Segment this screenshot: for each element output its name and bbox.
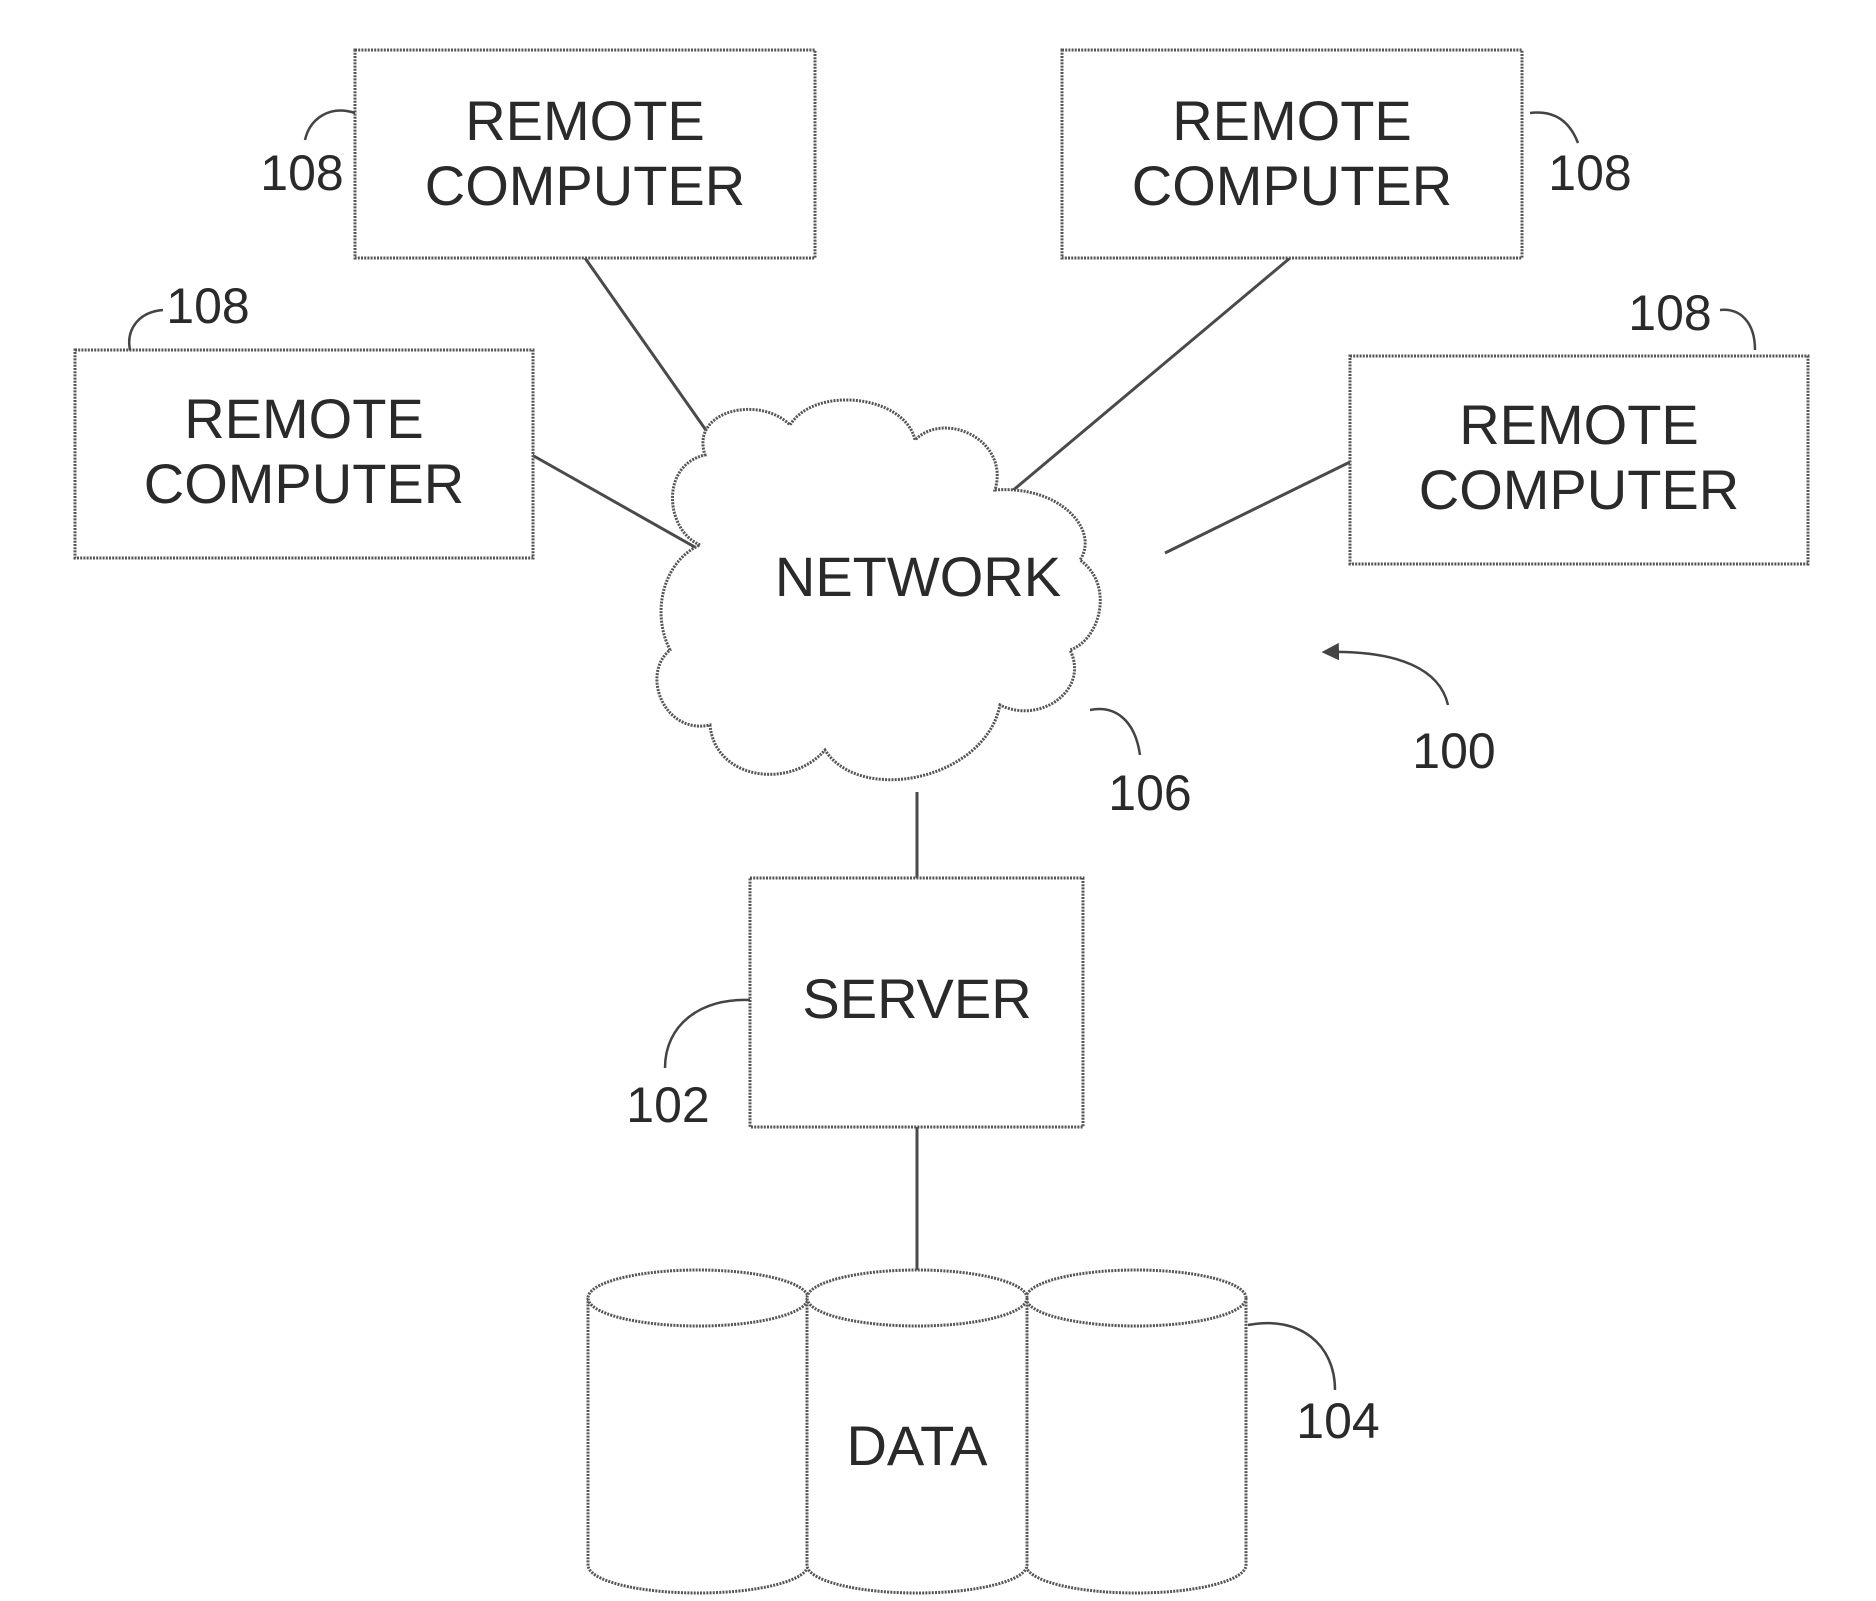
network-ref-leader xyxy=(1090,709,1140,755)
link-remote-2-network xyxy=(1005,258,1290,497)
network-label: NETWORK xyxy=(775,545,1061,608)
remote-computer-2-ref: 108 xyxy=(1548,145,1631,201)
remote-computer-1-label-line1: REMOTE xyxy=(465,89,705,152)
link-remote-1-network xyxy=(585,258,722,453)
data-cylinder-left xyxy=(588,1270,808,1593)
remote-computer-1-ref: 108 xyxy=(260,145,343,201)
remote-computer-3: REMOTE COMPUTER xyxy=(75,350,533,558)
remote-computer-1-ref-leader xyxy=(305,111,355,140)
remote-computer-3-ref: 108 xyxy=(166,278,249,334)
server-box: SERVER xyxy=(750,878,1083,1127)
system-ref: 100 xyxy=(1412,723,1495,779)
server-label: SERVER xyxy=(802,967,1031,1030)
remote-computer-1: REMOTE COMPUTER xyxy=(355,50,815,258)
remote-computer-2-label-line1: REMOTE xyxy=(1172,89,1412,152)
remote-computer-3-label-line1: REMOTE xyxy=(184,387,424,450)
data-ref: 104 xyxy=(1296,1393,1379,1449)
remote-computer-2-ref-leader xyxy=(1530,113,1578,143)
system-ref-arrow xyxy=(1325,652,1448,705)
data-label: DATA xyxy=(846,1414,988,1477)
network-cloud: NETWORK xyxy=(657,400,1100,780)
remote-computer-4-ref: 108 xyxy=(1628,285,1711,341)
data-ref-leader xyxy=(1248,1323,1335,1390)
remote-computer-2-label-line2: COMPUTER xyxy=(1132,154,1452,217)
server-ref-leader xyxy=(665,1000,750,1068)
network-ref: 106 xyxy=(1108,765,1191,821)
remote-computer-4-label-line1: REMOTE xyxy=(1459,393,1699,456)
data-store: DATA xyxy=(588,1270,1246,1593)
data-cylinder-right xyxy=(1026,1270,1246,1593)
remote-computer-3-label-line2: COMPUTER xyxy=(144,452,464,515)
remote-computer-4-ref-leader xyxy=(1720,310,1755,350)
remote-computer-2: REMOTE COMPUTER xyxy=(1062,50,1522,258)
server-ref: 102 xyxy=(626,1077,709,1133)
remote-computer-4-label-line2: COMPUTER xyxy=(1419,458,1739,521)
remote-computer-1-label-line2: COMPUTER xyxy=(425,154,745,217)
link-remote-4-network xyxy=(1165,462,1350,553)
remote-computer-3-ref-leader xyxy=(129,310,163,350)
remote-computer-4: REMOTE COMPUTER xyxy=(1350,356,1808,564)
